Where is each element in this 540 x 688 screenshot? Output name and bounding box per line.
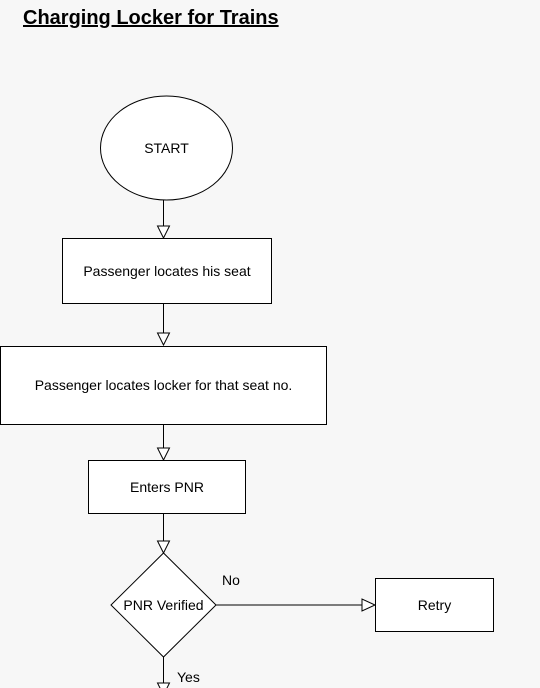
locate-seat-node[interactable]: Passenger locates his seat: [62, 238, 272, 304]
diagram-title: Charging Locker for Trains: [23, 7, 279, 29]
arrowhead-pnr: [156, 447, 171, 462]
locate-seat-node-label: Passenger locates his seat: [83, 263, 250, 279]
start-node-label: START: [144, 140, 189, 156]
enter-pnr-node-shape: [88, 460, 246, 514]
locate-locker-node[interactable]: Passenger locates locker for that seat n…: [0, 346, 327, 425]
edge-label-yes: Yes: [177, 669, 200, 685]
arrowhead-verified: [156, 540, 171, 555]
start-node-shape: [100, 95, 233, 201]
enter-pnr-node[interactable]: Enters PNR: [88, 460, 246, 514]
arrowhead-locker: [156, 332, 171, 347]
retry-node-shape: [375, 578, 494, 632]
pnr-verified-decision-label: PNR Verified: [123, 597, 203, 613]
arrowhead-yes: [156, 682, 171, 688]
start-node[interactable]: START: [100, 95, 233, 201]
locate-locker-node-shape: [0, 346, 327, 425]
pnr-verified-decision[interactable]: PNR Verified: [110, 552, 217, 658]
locate-locker-node-label: Passenger locates locker for that seat n…: [35, 377, 293, 393]
retry-node[interactable]: Retry: [375, 578, 494, 632]
arrowhead-seat: [156, 225, 171, 240]
edge-label-no: No: [222, 572, 240, 588]
enter-pnr-node-label: Enters PNR: [130, 479, 204, 495]
locate-seat-node-shape: [62, 238, 272, 304]
retry-node-label: Retry: [418, 597, 451, 613]
arrowhead-retry: [361, 598, 377, 612]
